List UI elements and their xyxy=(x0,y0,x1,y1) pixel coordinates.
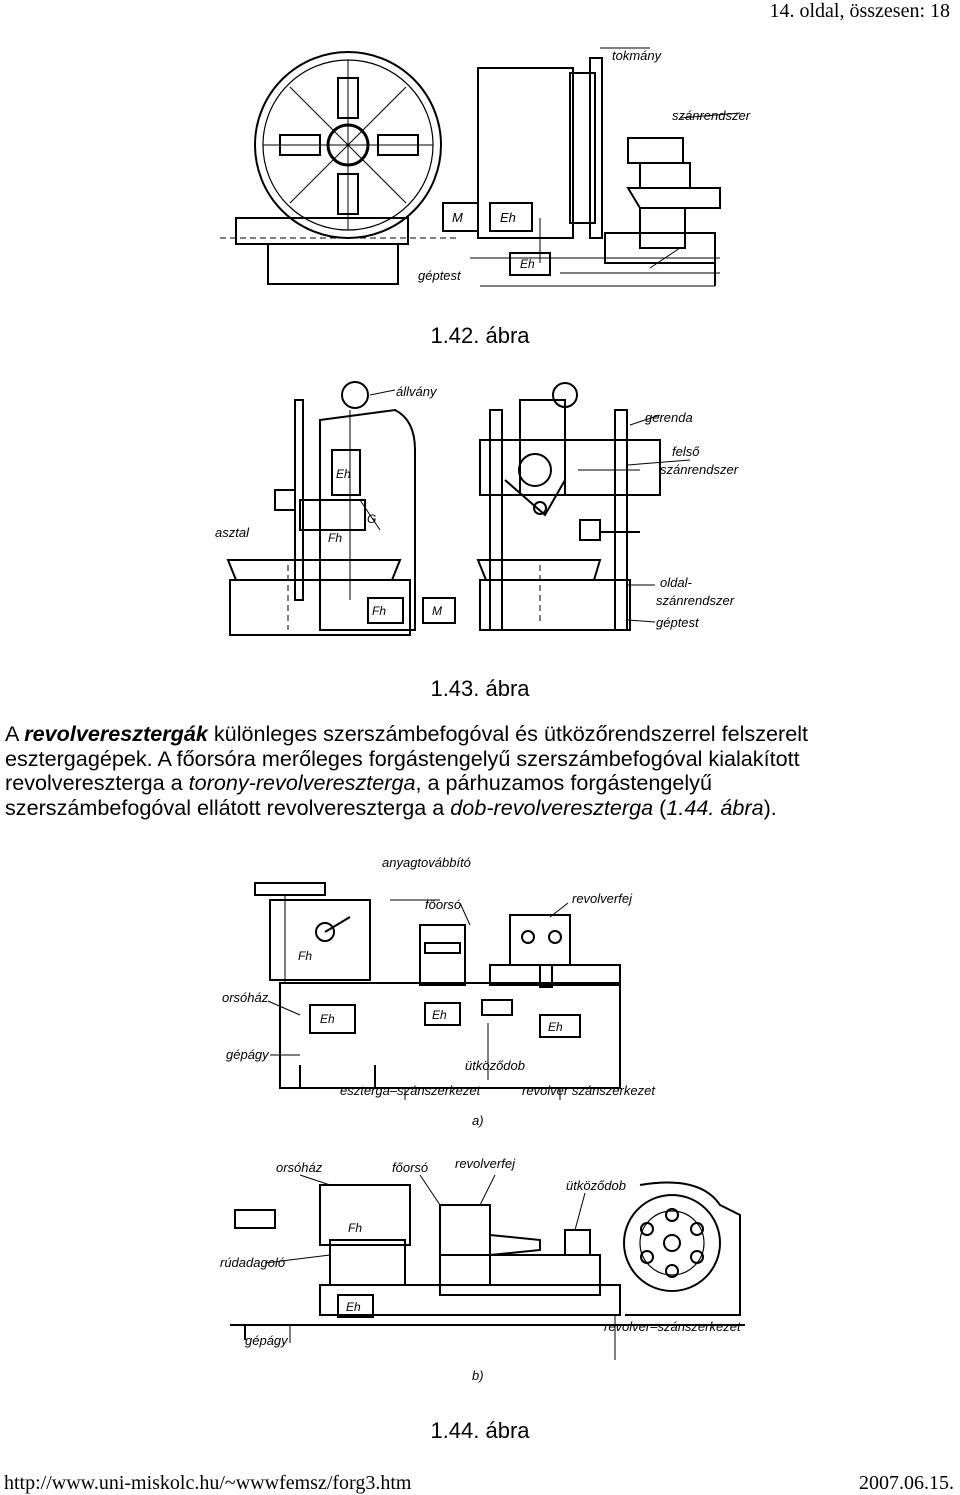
label-gerenda: gerenda xyxy=(645,410,693,425)
label-orsohaz-b: orsóház xyxy=(276,1160,323,1175)
paragraph-line-2: esztergagépek. A főorsóra merőleges forg… xyxy=(5,745,800,771)
figure-1-42-drawing: tokmány szánrendszer M Eh Eh géptest xyxy=(220,47,751,287)
paragraph-text: különleges szerszámbefogóval és ütközőre… xyxy=(207,721,809,746)
term-torony-revolvereszterga: torony-revolvereszterga xyxy=(188,770,416,795)
label-eh2: Eh xyxy=(520,257,535,271)
label-eh: Eh xyxy=(500,210,516,225)
label-geptest: géptest xyxy=(656,615,700,630)
label-revolver-szanszerkezet-b: revolver–szánszerkezet xyxy=(604,1319,742,1334)
label-revolverfej-a: revolverfej xyxy=(572,891,633,906)
label-rudadagolo: rúdadagoló xyxy=(220,1255,285,1270)
paragraph-line-1: A revolveresztergák különleges szerszámb… xyxy=(5,721,955,747)
paragraph-line-4: szerszámbefogóval ellátott revolvereszte… xyxy=(5,794,955,821)
label-orsohaz-a: orsóház xyxy=(222,990,269,1005)
paragraph-text: szerszámbefogóval ellátott revolvereszte… xyxy=(5,794,451,820)
body-paragraph: A revolveresztergák különleges szerszámb… xyxy=(5,721,955,821)
paragraph-line-3: revolvereszterga a torony-revolvereszter… xyxy=(5,770,955,796)
label-anyagtovabbito: anyagtovábbító xyxy=(382,855,471,870)
term-revolveresztergak: revolveresztergák xyxy=(24,721,208,746)
label-felso-szanrendszer: szánrendszer xyxy=(660,462,739,477)
label-revolverfej-b: revolverfej xyxy=(455,1156,516,1171)
label-tokmany: tokmány xyxy=(612,48,663,63)
label-gepagy-b: gépágy xyxy=(245,1333,289,1348)
label-gepagy-a: gépágy xyxy=(226,1047,270,1062)
label-foorso-b: főorsó xyxy=(392,1160,428,1175)
paragraph-text: , a párhuzamos forgástengelyű xyxy=(415,770,712,795)
term-dob-revolvereszterga: dob-revolvereszterga xyxy=(450,794,654,820)
label-felso: felső xyxy=(672,444,700,459)
figure-1-43: állvány Eh G Fh asztal Fh M gerenda fels… xyxy=(0,370,960,650)
label-eh2-a: Eh xyxy=(548,1020,563,1034)
footer-url: http://www.uni-miskolc.hu/~wwwfemsz/forg… xyxy=(4,1472,412,1494)
label-g: G xyxy=(367,512,376,526)
label-eh-a: Eh xyxy=(320,1012,335,1026)
label-utkozodob-a: ütköződob xyxy=(465,1058,525,1073)
label-eh1-a: Eh xyxy=(432,1008,447,1022)
figure-1-44: anyagtovábbító főorsó revolverfej Fh ors… xyxy=(0,855,960,1410)
figure-1-43-drawing: állvány Eh G Fh asztal Fh M gerenda fels… xyxy=(215,381,739,636)
paragraph-text: A xyxy=(5,721,25,746)
label-sub-a: a) xyxy=(472,1113,484,1128)
label-allvany: állvány xyxy=(396,384,438,399)
figure-1-44-drawing: anyagtovábbító főorsó revolverfej Fh ors… xyxy=(220,855,745,1383)
label-szanrendszer: szánrendszer xyxy=(672,108,751,123)
label-sub-b: b) xyxy=(472,1368,484,1383)
figure-1-42: tokmány szánrendszer M Eh Eh géptest xyxy=(0,18,960,293)
figure-1-42-caption: 1.42. ábra xyxy=(430,323,530,348)
label-utkozodob-b: ütköződob xyxy=(566,1178,626,1193)
label-fh-a: Fh xyxy=(298,949,312,963)
label-eh-b: Eh xyxy=(346,1300,361,1314)
figure-1-43-caption: 1.43. ábra xyxy=(430,676,530,701)
label-geptest: géptest xyxy=(418,268,462,283)
label-oldal-szanrendszer: szánrendszer xyxy=(656,593,735,608)
label-oldal: oldal- xyxy=(660,575,692,590)
paragraph-text: ( xyxy=(653,794,667,820)
page-counter: 14. oldal, összesen: 18 xyxy=(769,0,950,22)
label-foorso-a: főorsó xyxy=(425,897,461,912)
paragraph-text: ). xyxy=(763,794,777,820)
footer-date: 2007.06.15. xyxy=(859,1472,954,1494)
label-asztal: asztal xyxy=(215,525,250,540)
label-motor: M xyxy=(452,210,463,225)
paragraph-text: revolvereszterga a xyxy=(5,770,189,795)
label-fh: Fh xyxy=(372,604,386,618)
label-revolver-szanszerkezet-a: revolver szánszerkezet xyxy=(522,1083,656,1098)
label-eh1: Eh xyxy=(336,467,351,481)
label-fh2: Fh xyxy=(328,531,342,545)
label-fh-b: Fh xyxy=(348,1221,362,1235)
label-eszterga-szanszerkezet: eszterga–szánszerkezet xyxy=(340,1083,482,1098)
label-m: M xyxy=(432,604,442,618)
figure-reference: 1.44. ábra xyxy=(666,794,764,820)
figure-1-44-caption: 1.44. ábra xyxy=(430,1418,530,1443)
